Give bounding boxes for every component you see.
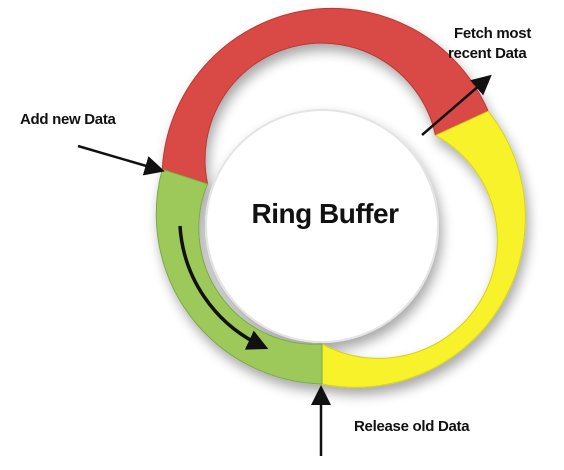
fetch-data-arrow bbox=[421, 74, 492, 136]
add-data-label: Add new Data bbox=[20, 111, 116, 128]
direction-arrow bbox=[178, 225, 269, 350]
ring-group bbox=[155, 7, 526, 388]
release-data-label: Release old Data bbox=[354, 418, 470, 435]
ring-segment-yellow bbox=[321, 110, 526, 388]
ring-buffer-title: Ring Buffer bbox=[251, 198, 399, 229]
add-data-arrow bbox=[77, 144, 165, 176]
fetch-data-label-line1: Fetch most bbox=[454, 25, 532, 42]
fetch-data-label-line2: recent Data bbox=[448, 45, 527, 62]
